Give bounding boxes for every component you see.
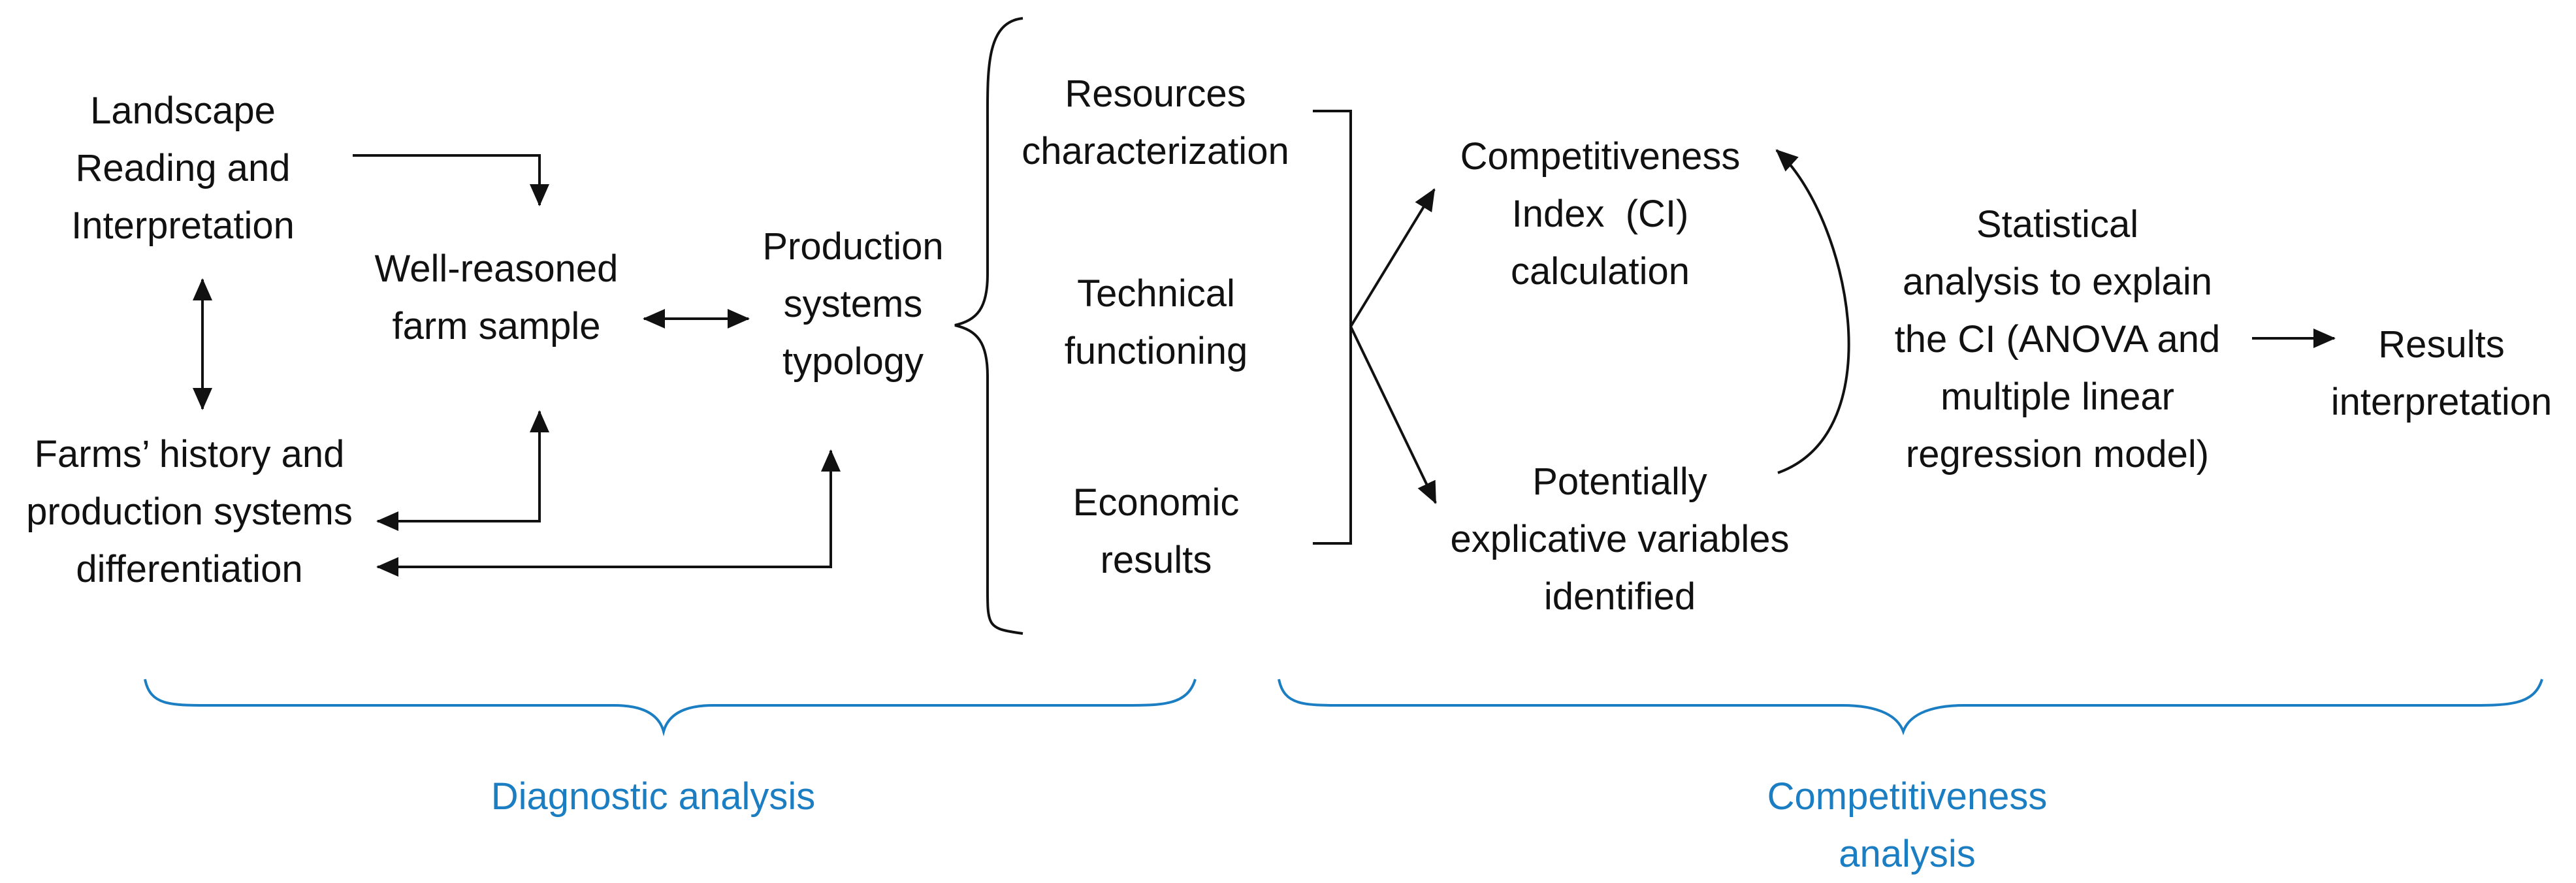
edge-history-typology <box>376 449 841 577</box>
node-farm-sample: Well-reasoned farm sample <box>374 248 619 347</box>
typology-curly-brace <box>954 17 1023 635</box>
diagnostic-phase-brace <box>144 679 1197 737</box>
node-ci-calculation: Competitiveness Index (CI) calculation <box>1460 135 1741 293</box>
competitiveness-phase-brace <box>1278 679 2543 735</box>
edge-bracket-to-variables <box>1349 326 1437 504</box>
node-resources-characterization: Resources characterization <box>1022 72 1289 172</box>
node-statistical-analysis: Statistical analysis to explain the CI (… <box>1894 203 2221 475</box>
edge-bracket-to-ci <box>1349 188 1436 328</box>
node-explicative-variables: Potentially explicative variables identi… <box>1450 460 1790 618</box>
label-diagnostic-analysis: Diagnostic analysis <box>491 775 816 818</box>
node-landscape-reading: Landscape Reading and Interpretation <box>71 89 295 247</box>
label-competitiveness-analysis: Competitiveness analysis <box>1767 775 2048 875</box>
edge-landscape-to-sample <box>353 154 549 206</box>
edge-variables-to-ci <box>1775 149 1850 474</box>
node-technical-functioning: Technical functioning <box>1064 272 1248 372</box>
node-economic-results: Economic results <box>1072 481 1240 581</box>
characteristics-bracket <box>1313 110 1352 545</box>
node-results-interpretation: Results interpretation <box>2330 323 2552 423</box>
edge-history-sample <box>376 410 549 531</box>
node-farms-history: Farms’ history and production systems di… <box>26 433 353 590</box>
node-production-typology: Production systems typology <box>762 225 944 383</box>
